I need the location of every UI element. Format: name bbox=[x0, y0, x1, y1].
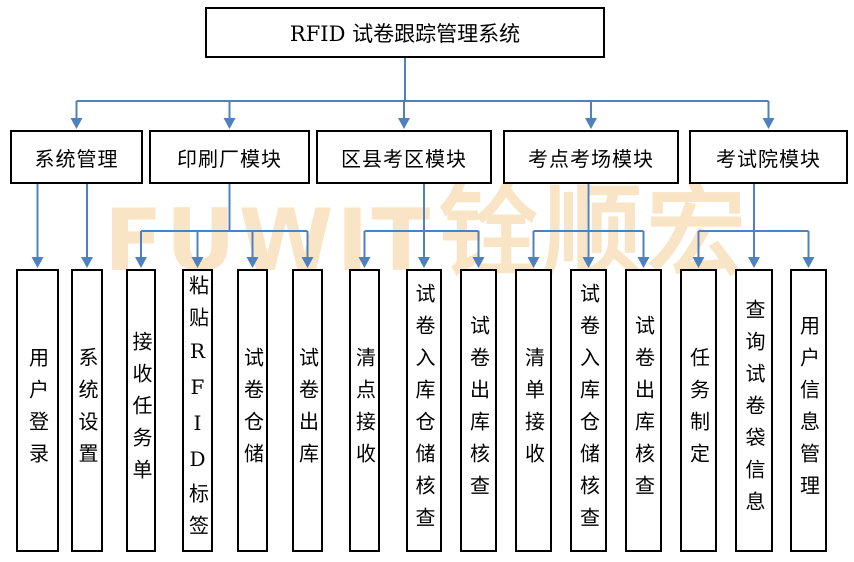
module-label: 印刷厂模块 bbox=[177, 146, 282, 171]
leaf-label: 粘贴RFID标签 bbox=[185, 274, 210, 547]
module-label: 考点考场模块 bbox=[528, 146, 654, 171]
leaf-label: 任务制定 bbox=[686, 346, 711, 475]
leaf-node-system-settings: 系统设置 bbox=[71, 269, 103, 552]
leaf-node-attach-rfid-tag: 粘贴RFID标签 bbox=[182, 269, 213, 552]
leaf-label: 接收任务单 bbox=[129, 330, 153, 491]
leaf-node-receive-task-order: 接收任务单 bbox=[126, 269, 156, 552]
leaf-node-query-paper-bag-info: 查询试卷袋信息 bbox=[735, 269, 773, 552]
watermark-cjk-text: 铨顺宏 bbox=[438, 175, 751, 290]
leaf-label: 试卷入库仓储核查 bbox=[412, 282, 436, 539]
leaf-node-user-login: 用户登录 bbox=[16, 269, 59, 552]
leaf-node-count-receive: 清点接收 bbox=[349, 269, 380, 552]
leaf-label: 试卷入库仓储核查 bbox=[576, 282, 601, 539]
leaf-label: 清点接收 bbox=[352, 346, 377, 475]
leaf-node-list-receive: 清单接收 bbox=[515, 269, 552, 552]
leaf-label: 清单接收 bbox=[521, 346, 546, 475]
leaf-node-paper-outbound: 试卷出库 bbox=[292, 269, 323, 552]
module-node-printing-factory: 印刷厂模块 bbox=[149, 130, 310, 184]
module-node-exam-site: 考点考场模块 bbox=[503, 130, 679, 184]
leaf-node-task-planning: 任务制定 bbox=[680, 269, 717, 552]
leaf-node-outbound-check-site: 试卷出库核查 bbox=[625, 269, 662, 552]
module-label: 系统管理 bbox=[34, 146, 119, 171]
leaf-label: 系统设置 bbox=[75, 346, 99, 475]
leaf-label: 试卷出库 bbox=[295, 346, 320, 475]
module-node-system-management: 系统管理 bbox=[10, 130, 143, 184]
watermark: FUWIT 铨顺宏 bbox=[104, 183, 751, 284]
leaf-label: 用户登录 bbox=[25, 346, 50, 475]
module-label: 区县考区模块 bbox=[341, 146, 467, 171]
leaf-label: 试卷出库核查 bbox=[631, 314, 656, 507]
leaf-label: 用户信息管理 bbox=[796, 314, 821, 507]
module-label: 考试院模块 bbox=[716, 146, 821, 171]
root-node: RFID 试卷跟踪管理系统 bbox=[205, 7, 605, 58]
root-node-label: RFID 试卷跟踪管理系统 bbox=[289, 21, 521, 46]
leaf-label: 试卷出库核查 bbox=[466, 314, 491, 507]
module-node-exam-institute: 考试院模块 bbox=[689, 130, 848, 184]
leaf-node-outbound-check-district: 试卷出库核查 bbox=[460, 269, 497, 552]
leaf-node-inbound-storage-check-site: 试卷入库仓储核查 bbox=[570, 269, 607, 552]
module-node-district-exam-area: 区县考区模块 bbox=[316, 130, 492, 184]
leaf-node-user-info-management: 用户信息管理 bbox=[790, 269, 827, 552]
leaf-node-paper-storage: 试卷仓储 bbox=[237, 269, 268, 552]
leaf-node-inbound-storage-check-district: 试卷入库仓储核查 bbox=[406, 269, 442, 552]
leaf-label: 查询试卷袋信息 bbox=[742, 298, 766, 523]
leaf-label: 试卷仓储 bbox=[240, 346, 265, 475]
